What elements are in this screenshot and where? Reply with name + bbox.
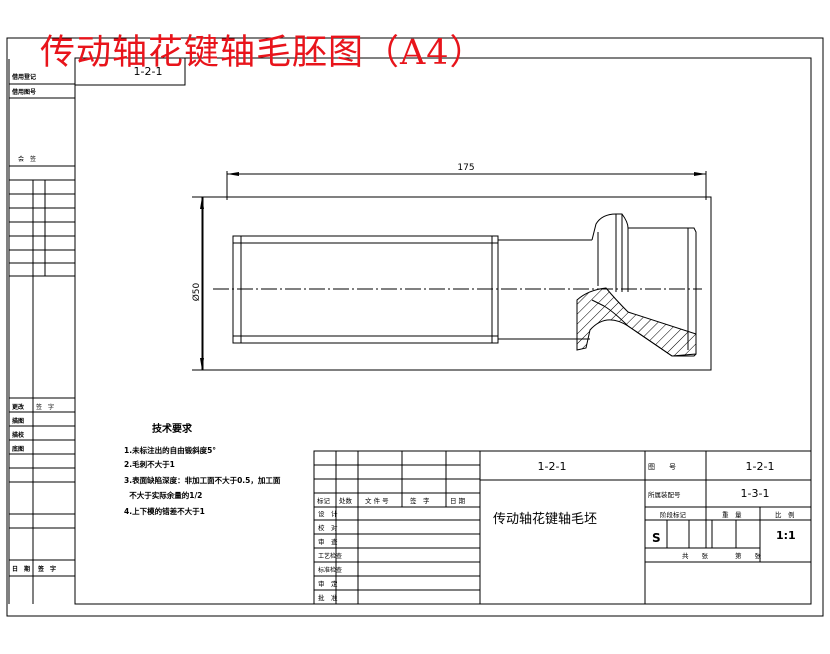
trace-check-label: 描校	[12, 431, 25, 439]
scale-value: 1:1	[776, 529, 796, 542]
tech-requirement-3: 3.表面缺陷深度：非加工面不大于0.5，加工面	[124, 475, 281, 485]
left-strip	[8, 59, 75, 604]
base-drawing-label: 底图	[12, 445, 24, 453]
col-header-count: 处数	[339, 496, 353, 505]
role-review: 审 查	[318, 537, 338, 546]
length-dimension: 175	[457, 163, 474, 173]
role-process-check: 工艺检查	[318, 552, 342, 560]
inner-frame	[74, 57, 812, 605]
borrow-register-label: 借用登记	[11, 73, 36, 81]
dimension-arrows	[200, 172, 706, 370]
assembly-no-label: 所属装配号	[648, 490, 681, 499]
stage-mark-label: 阶段标记	[660, 510, 687, 519]
scale-label: 比 例	[775, 510, 795, 519]
total-sheets-label: 共 张	[682, 551, 709, 560]
tech-requirement-2: 2.毛刺不大于1	[124, 459, 175, 469]
blank-outline	[202, 196, 712, 371]
borrow-drawing-no-label: 借用图号	[11, 88, 36, 96]
title-block-grid	[313, 450, 812, 605]
drawing-no-value: 1-2-1	[746, 460, 775, 473]
drawing-header-title: 传动轴花键轴毛胚图（A4）	[40, 33, 486, 73]
outer-frame	[6, 37, 824, 617]
assembly-no-value: 1-3-1	[741, 487, 770, 500]
corner-code: 1-2-1	[134, 65, 163, 78]
col-header-signature: 签 字	[410, 496, 430, 505]
tech-requirement-4: 4.上下模的错差不大于1	[124, 506, 205, 516]
col-header-mark: 标记	[317, 496, 331, 505]
countersign-label: 会 签	[18, 155, 36, 163]
col-header-doc-no: 文 件 号	[365, 496, 389, 505]
title-drawing-code: 1-2-1	[538, 460, 567, 473]
col-header-date: 日 期	[450, 497, 466, 505]
role-standard-check: 标准检查	[318, 566, 342, 574]
tech-requirements-title: 技术要求	[152, 422, 193, 435]
role-approve: 审 定	[318, 579, 338, 588]
change-label: 更改	[12, 403, 25, 411]
tech-requirement-3-continued: 不大于实际余量的1/2	[124, 490, 202, 500]
diameter-dimension: Ø50	[191, 282, 202, 301]
role-authorize: 批 准	[318, 593, 338, 602]
drawing-no-label: 图 号	[648, 463, 676, 471]
change-signature-label: 签 字	[36, 403, 54, 411]
signature-label: 签 字	[37, 565, 56, 573]
part-name: 传动轴花键轴毛坯	[493, 511, 597, 527]
role-design: 设 计	[318, 509, 338, 518]
role-check: 校 对	[318, 523, 338, 532]
weight-label: 重 量	[722, 511, 742, 519]
tech-requirement-1: 1.未标注出的自由锻斜度5°	[124, 445, 216, 455]
section-hatch	[576, 287, 697, 357]
corner-code-box	[74, 57, 186, 86]
date-label: 日 期	[12, 565, 30, 573]
shaft-blank-view	[202, 196, 712, 371]
sheet-no-label: 第 张	[735, 551, 762, 560]
stage-value: S	[652, 531, 661, 545]
tracing-label: 描图	[12, 417, 24, 425]
dimension-lines	[192, 171, 707, 371]
